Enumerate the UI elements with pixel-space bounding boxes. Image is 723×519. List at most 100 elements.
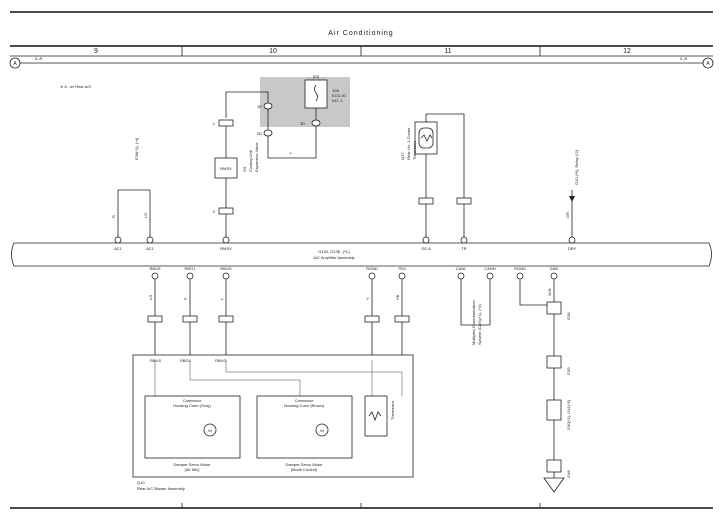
amp-bottom-pin-3-label: RBUG: [220, 266, 232, 271]
motor-left-symbol: M: [208, 428, 211, 433]
valve-connector-top: [218, 119, 234, 127]
junction-g48-name: G48: [566, 470, 571, 478]
blower-pin-label-2: RBG1: [180, 358, 192, 363]
amp-bottom-pin-1: [151, 272, 159, 280]
motor-left-desc2: (Air Mix): [185, 467, 201, 472]
wire-color-r: R: [111, 215, 116, 218]
valve-connector-bottom: [218, 207, 234, 215]
amp-bottom-pin-8-label: RGND: [514, 266, 526, 271]
amplifier-name: G130, G13E, (*C): [318, 249, 350, 254]
zone-11: 11: [444, 48, 451, 55]
thermistor-conn-left: [418, 197, 434, 205]
bus-label-right: 0–R: [680, 56, 687, 61]
thermistor-wires: [425, 113, 465, 200]
amp-top-pin-5-label: TR: [461, 246, 466, 251]
motor-left-icon: [203, 423, 217, 437]
bus-note1: Multiplex Communication: [471, 300, 476, 345]
amp-top-pin-1: [114, 236, 122, 244]
right-marker-label: A: [706, 61, 710, 67]
wire-color-l: L: [290, 150, 293, 155]
page-title: Air Conditioning: [328, 30, 393, 37]
left-marker-label: A: [13, 61, 17, 67]
valve-desc1: Cooling Unit: [248, 149, 253, 172]
amp-bottom-pin-1-label: RBUS: [149, 266, 160, 271]
left-connector-ref: E38(*1), (*4): [134, 137, 139, 160]
amp-top-pin-6: [568, 236, 576, 244]
fuse-pin-2e: [263, 102, 273, 110]
motor-right-box: [256, 395, 353, 459]
motor-right-icon: [315, 423, 329, 437]
thermistor-element: [418, 127, 434, 149]
amp-bottom-pin-6-label: CANL: [456, 266, 467, 271]
fuse-pin-3d: [311, 119, 321, 127]
left-connector-wires: [117, 189, 151, 240]
ground-symbol-icon: [543, 477, 565, 493]
wire-color-lg: LG: [143, 213, 148, 218]
inline-connector-5: [394, 315, 410, 323]
wire-color-lg-2: LG: [148, 295, 153, 300]
thermistor-name: Q37: [400, 152, 405, 160]
motor-left-housing2: Housing Color (Gray): [173, 403, 211, 408]
amp-bottom-pin-6: [457, 272, 465, 280]
motor-left-box: [144, 395, 241, 459]
blower-pin-label-1: RBUS: [150, 358, 161, 363]
amp-bottom-pin-7: [486, 272, 494, 280]
amp-bottom-pin-2-label: RBG1: [185, 266, 197, 271]
thermistor-conn-right: [456, 197, 472, 205]
left-marker: [9, 57, 21, 69]
zone-10: 10: [269, 48, 277, 55]
fuse-pin-2d-label: 2D: [257, 131, 262, 136]
amp-bottom-pin-5-label: TEG: [398, 266, 406, 271]
amp-bottom-pin-9-label: GND: [550, 266, 559, 271]
motor-right-symbol: M: [320, 428, 323, 433]
zone-9: 9: [94, 48, 98, 55]
fuse-box-label: [IG]: [313, 74, 319, 79]
fuse-name3: NO. 2: [332, 98, 343, 103]
amp-bottom-pin-4-label: RGND: [366, 266, 378, 271]
amp-bottom-pin-7-label: CANH: [484, 266, 495, 271]
fuse-symbol-icon: [314, 84, 318, 102]
valve-pin-bottom: 2: [213, 209, 216, 214]
right-ref-arrow-icon: [569, 196, 575, 202]
motor-left-desc1: Damper Servo Motor: [173, 462, 211, 467]
amp-top-pin-2: [146, 236, 154, 244]
can-bus-wires: [460, 279, 491, 326]
wire-color-l-2: L: [219, 297, 224, 300]
blower-thermistor-icon: [368, 411, 382, 422]
fuse-pin-2d: [263, 129, 273, 137]
valve-desc2: Expansion Valve: [254, 142, 259, 172]
junction-g38-name: G38: [566, 312, 571, 320]
valve-name: G9: [242, 166, 247, 172]
amp-bottom-pin-9: [550, 272, 558, 280]
fuse-name: 10A: [332, 88, 339, 93]
amp-bottom-pin-8: [516, 272, 524, 280]
wire-color-y: Y: [365, 297, 370, 300]
valve-label: RMSV: [220, 166, 232, 171]
blower-thermistor-box: [364, 395, 388, 437]
motor-right-housing2: Housing Color (Brown): [284, 403, 325, 408]
valve-pin-top: 1: [213, 121, 216, 126]
amplifier-bar: [11, 242, 712, 267]
inline-connector-4: [364, 315, 380, 323]
amp-top-pin-3-label: RMSV: [220, 246, 232, 251]
amp-top-pin-6-label: DRY: [568, 246, 577, 251]
junction-g39: [546, 355, 562, 369]
wire-color-wb: W-B: [547, 288, 552, 296]
junction-g40-name: G40(*1), G41(*5): [566, 399, 571, 430]
amp-bottom-pin-4: [368, 272, 376, 280]
wire-fuse-return: [267, 126, 317, 159]
wire-fuse-to-valve-top: [225, 91, 269, 118]
amp-top-pin-4-label: SG-6: [421, 246, 431, 251]
blower-thermistor-label: Thermistor: [390, 400, 395, 420]
junction-g40: [546, 399, 562, 421]
blower-name: Q10: [137, 480, 145, 485]
bus-note2: System (CAN)(*1), (*4): [477, 304, 482, 345]
amp-top-pin-4: [422, 236, 430, 244]
blower-internal-wires: [154, 360, 403, 396]
thermistor-symbol-icon: [420, 134, 433, 142]
amp-top-pin-2-label: AC1: [146, 246, 155, 251]
fuse-name2: ECU-IG: [332, 93, 346, 98]
wire-color-sb: SB: [395, 294, 400, 300]
motor-right-desc2: (Mode Control): [291, 467, 318, 472]
